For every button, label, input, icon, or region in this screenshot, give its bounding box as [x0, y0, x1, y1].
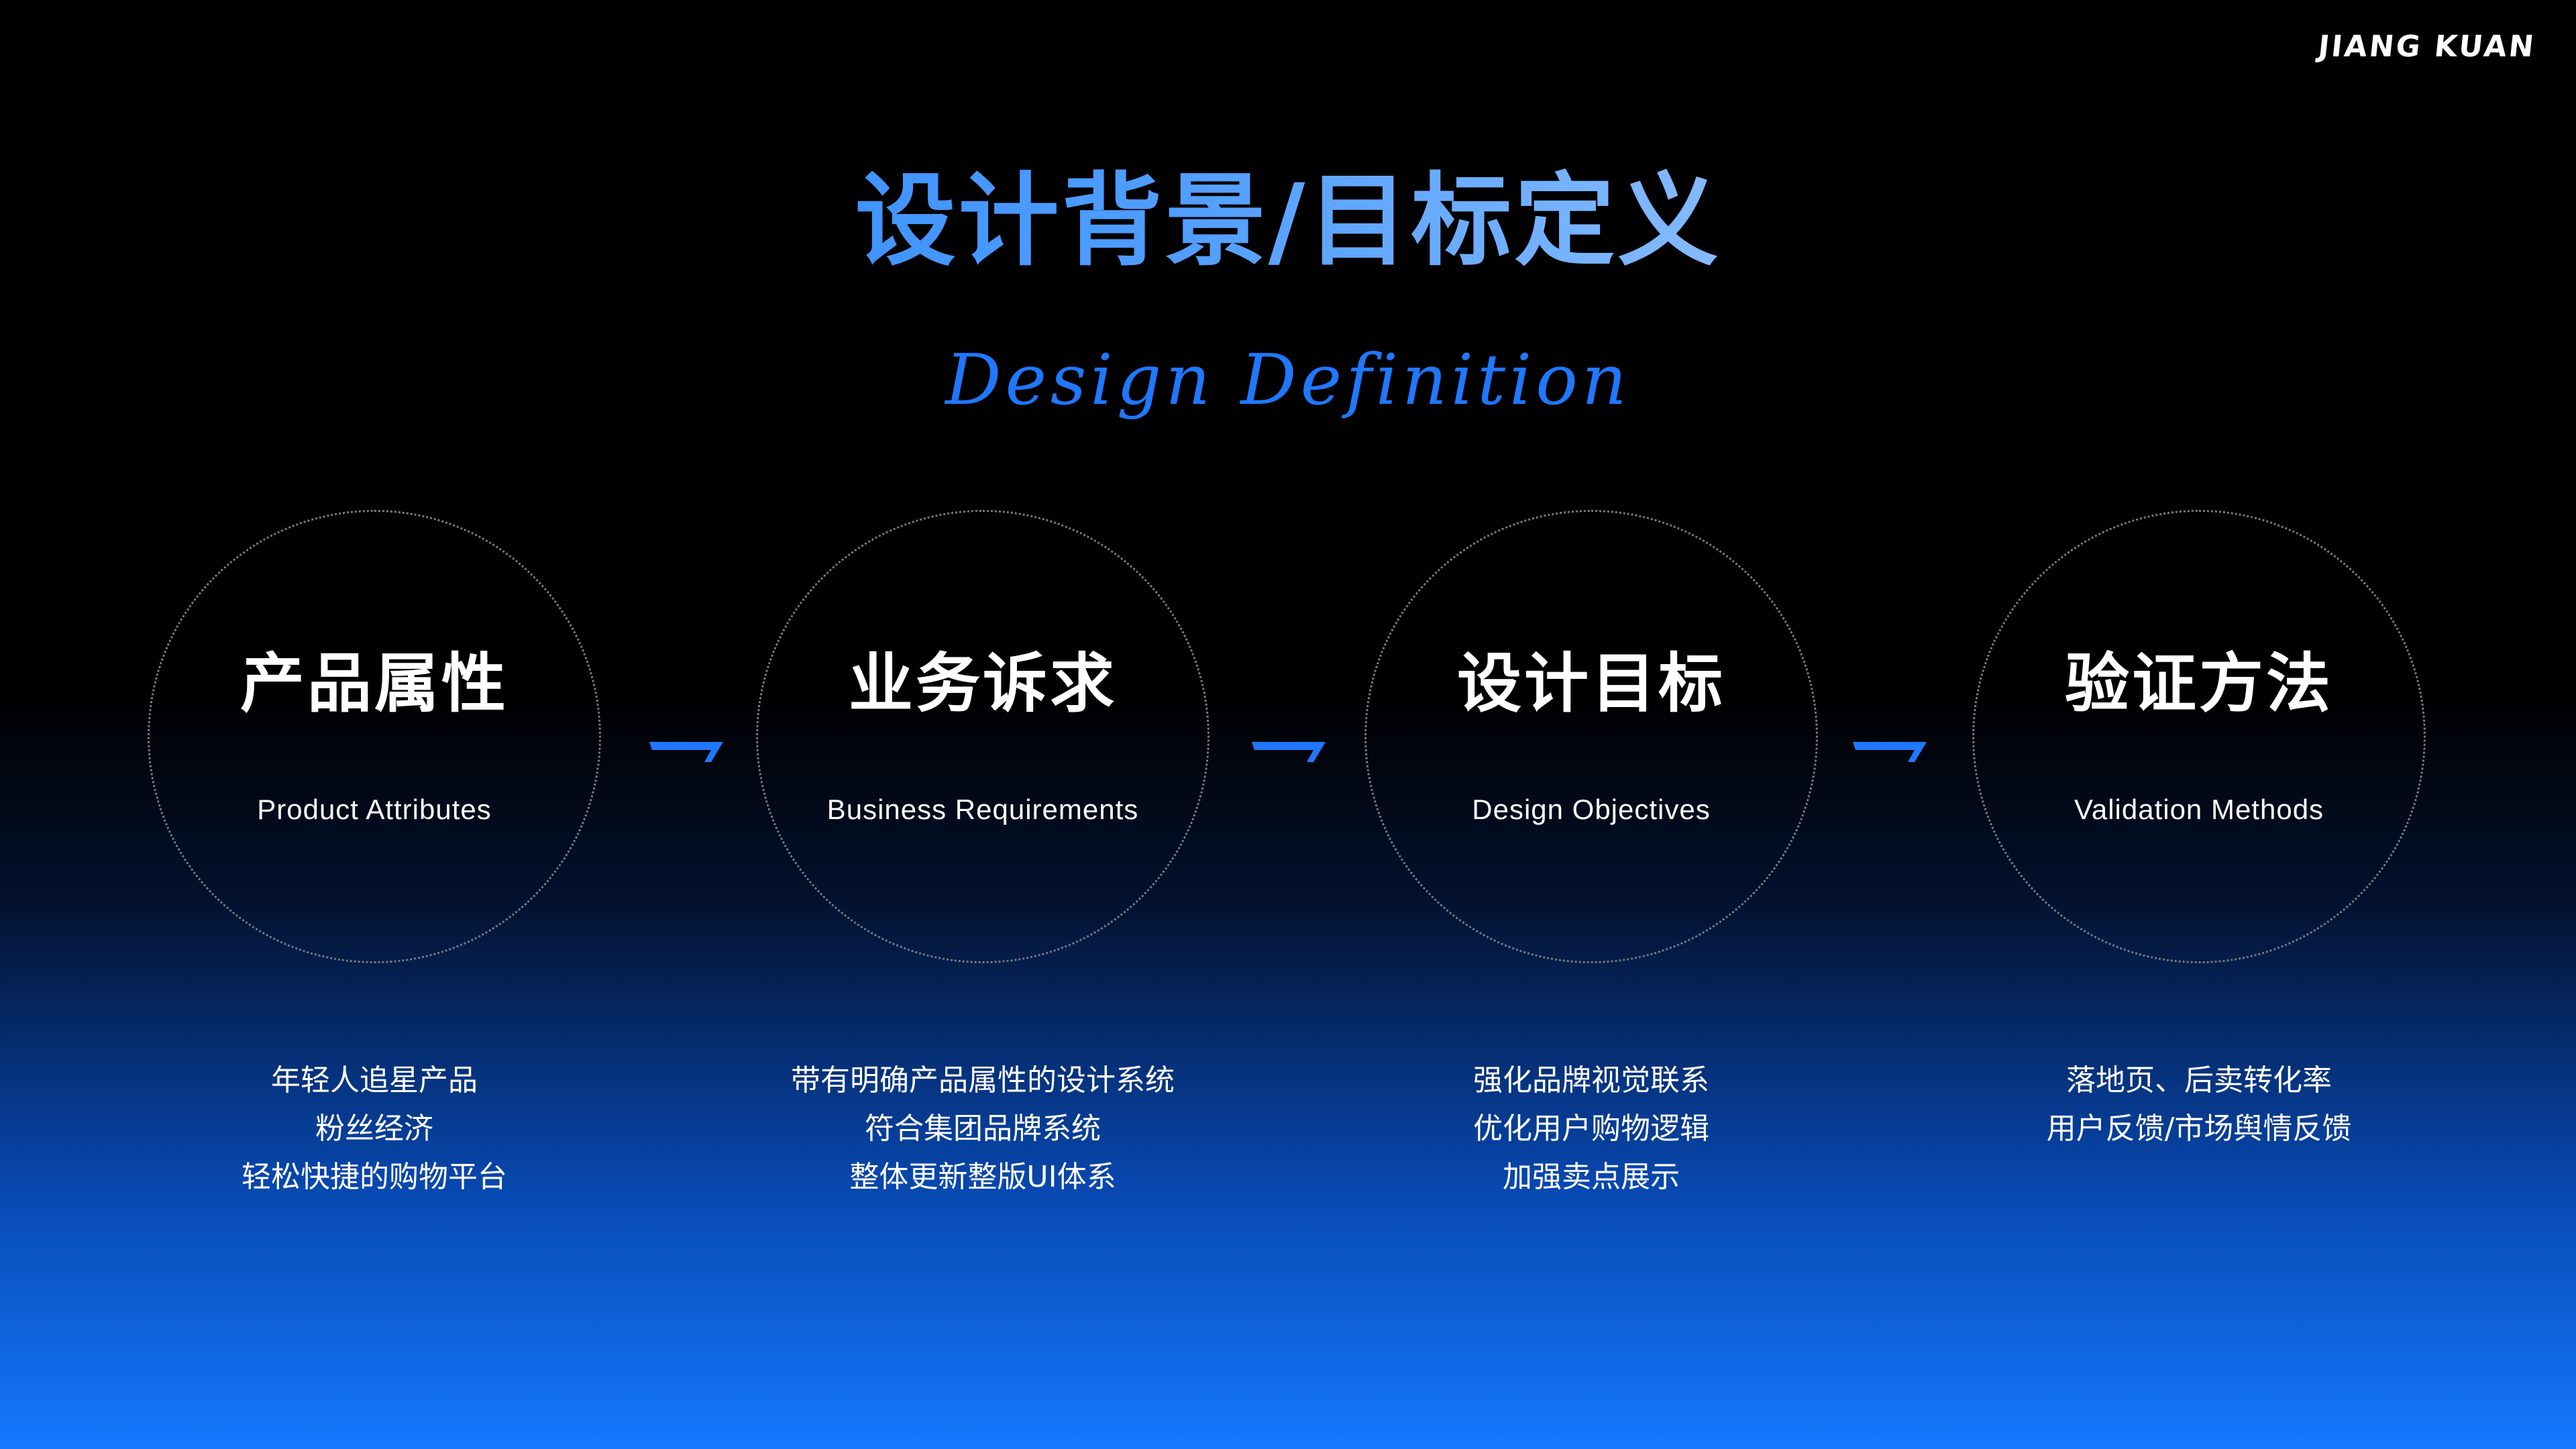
- step-subtitle: Design Objectives: [1472, 794, 1711, 825]
- step-title: 产品属性: [240, 646, 508, 721]
- description-line: 强化品牌视觉联系: [1473, 1063, 1709, 1097]
- page-title: 设计背景/目标定义: [0, 161, 2576, 282]
- step-description-design-objectives: 强化品牌视觉联系 优化用户购物逻辑 加强卖点展示: [1364, 1057, 1818, 1201]
- description-line: 加强卖点展示: [1503, 1160, 1680, 1194]
- page-subtitle: Design Definition: [945, 339, 1631, 421]
- step-title: 业务诉求: [849, 646, 1117, 721]
- step-subtitle: Validation Methods: [2074, 794, 2324, 825]
- step-subtitle: Product Attributes: [257, 794, 492, 825]
- step-description-product-attributes: 年轻人追星产品 粉丝经济 轻松快捷的购物平台: [148, 1057, 601, 1201]
- arrow-right-icon: [649, 742, 723, 762]
- description-line: 落地页、后卖转化率: [2066, 1063, 2332, 1097]
- description-line: 符合集团品牌系统: [865, 1112, 1101, 1146]
- arrow-right-icon: [1853, 742, 1927, 762]
- arrow-right-icon: [1252, 742, 1326, 762]
- description-line: 粉丝经济: [315, 1112, 433, 1146]
- step-circle-validation-methods: 验证方法 Validation Methods: [1972, 510, 2426, 963]
- brand-logo: JIANG KUAN: [2316, 30, 2538, 64]
- step-title: 设计目标: [1457, 646, 1725, 721]
- step-circle-business-requirements: 业务诉求 Business Requirements: [756, 510, 1210, 963]
- description-line: 用户反馈/市场舆情反馈: [2046, 1112, 2352, 1146]
- step-circle-product-attributes: 产品属性 Product Attributes: [148, 510, 601, 963]
- description-line: 带有明确产品属性的设计系统: [791, 1063, 1175, 1097]
- step-subtitle: Business Requirements: [826, 794, 1139, 825]
- description-line: 优化用户购物逻辑: [1473, 1112, 1709, 1146]
- step-title: 验证方法: [2065, 646, 2333, 721]
- description-line: 年轻人追星产品: [271, 1063, 478, 1097]
- step-description-validation-methods: 落地页、后卖转化率 用户反馈/市场舆情反馈: [1972, 1057, 2426, 1153]
- description-line: 整体更新整版UI体系: [849, 1160, 1116, 1194]
- description-line: 轻松快捷的购物平台: [241, 1160, 507, 1194]
- step-description-business-requirements: 带有明确产品属性的设计系统 符合集团品牌系统 整体更新整版UI体系: [756, 1057, 1210, 1201]
- step-circle-design-objectives: 设计目标 Design Objectives: [1364, 510, 1818, 963]
